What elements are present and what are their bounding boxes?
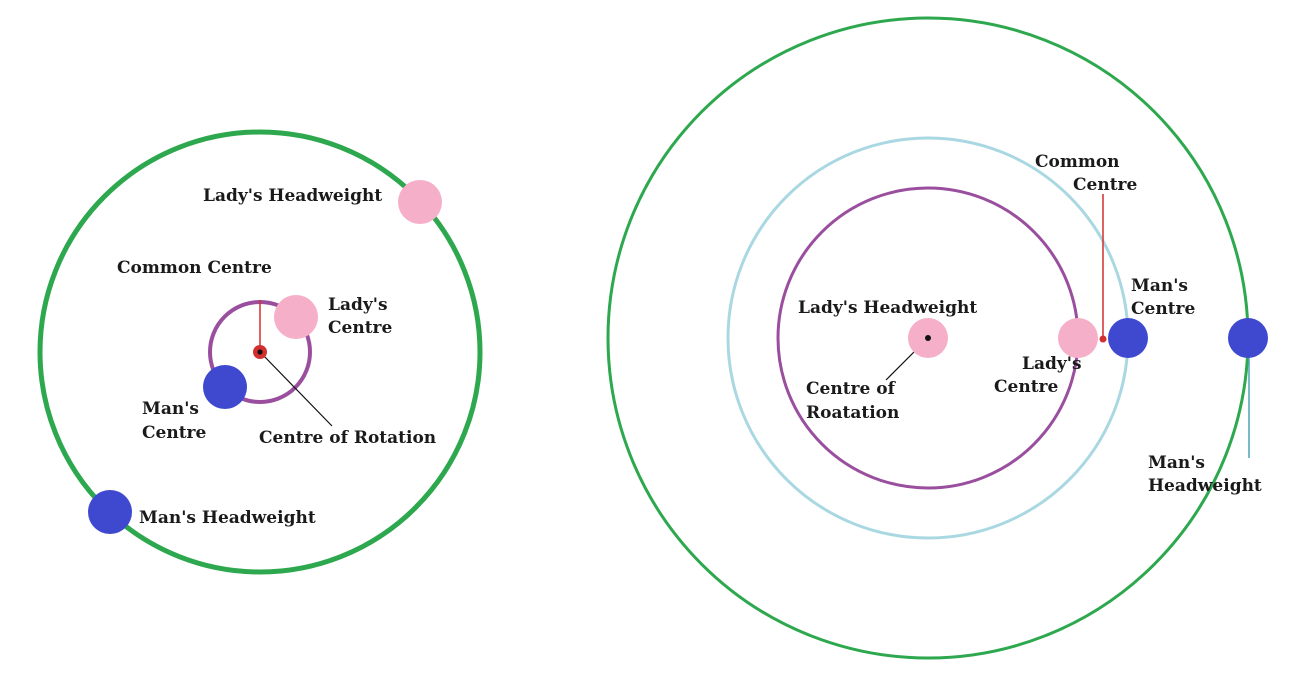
left-ladys-centre-label-2: Centre <box>328 318 393 338</box>
right-common-centre-label-2: Centre <box>1073 175 1138 195</box>
left-ladys-centre-ball <box>274 295 318 339</box>
left-mans-headweight-label: Man's Headweight <box>139 508 316 528</box>
right-ladys-headweight-label: Lady's Headweight <box>798 298 977 318</box>
left-ladys-headweight-ball <box>398 180 442 224</box>
left-mans-centre-ball <box>203 365 247 409</box>
right-ladys-centre-label-2: Centre <box>994 377 1059 397</box>
right-mans-headweight-label-2: Headweight <box>1148 476 1262 496</box>
right-mans-centre-ball <box>1108 318 1148 358</box>
right-centre-of-rotation-label-1: Centre of <box>806 379 897 399</box>
right-mans-centre-label-2: Centre <box>1131 299 1196 319</box>
right-centre-of-rotation-label-2: Roatation <box>806 403 899 423</box>
right-mans-headweight-label-1: Man's <box>1148 453 1205 473</box>
right-mans-headweight-ball <box>1228 318 1268 358</box>
right-diagram: Common Centre Man's Centre Lady's Headwe… <box>606 16 1268 660</box>
left-centre-of-rotation-label: Centre of Rotation <box>259 428 436 448</box>
left-diagram: Lady's Headweight Common Centre Lady's C… <box>37 129 483 575</box>
right-common-centre-label-1: Common <box>1035 152 1120 172</box>
left-mans-centre-label-2: Centre <box>142 423 207 443</box>
left-common-centre-label: Common Centre <box>117 258 272 278</box>
left-green-orbit <box>37 129 483 575</box>
right-common-centre-marker <box>1099 335 1107 343</box>
right-mans-centre-label-1: Man's <box>1131 276 1188 296</box>
right-centre-of-rotation-dot <box>925 335 931 341</box>
left-centre-of-rotation-pointer <box>261 353 333 427</box>
left-ladys-headweight-label: Lady's Headweight <box>203 186 382 206</box>
left-centre-of-rotation-dot <box>257 349 263 355</box>
right-ladys-centre-label-1: Lady's <box>1022 354 1082 374</box>
left-mans-headweight-ball <box>88 490 132 534</box>
left-mans-centre-label-1: Man's <box>142 399 199 419</box>
left-ladys-centre-label-1: Lady's <box>328 295 388 315</box>
right-ladys-centre-ball <box>1058 318 1098 358</box>
